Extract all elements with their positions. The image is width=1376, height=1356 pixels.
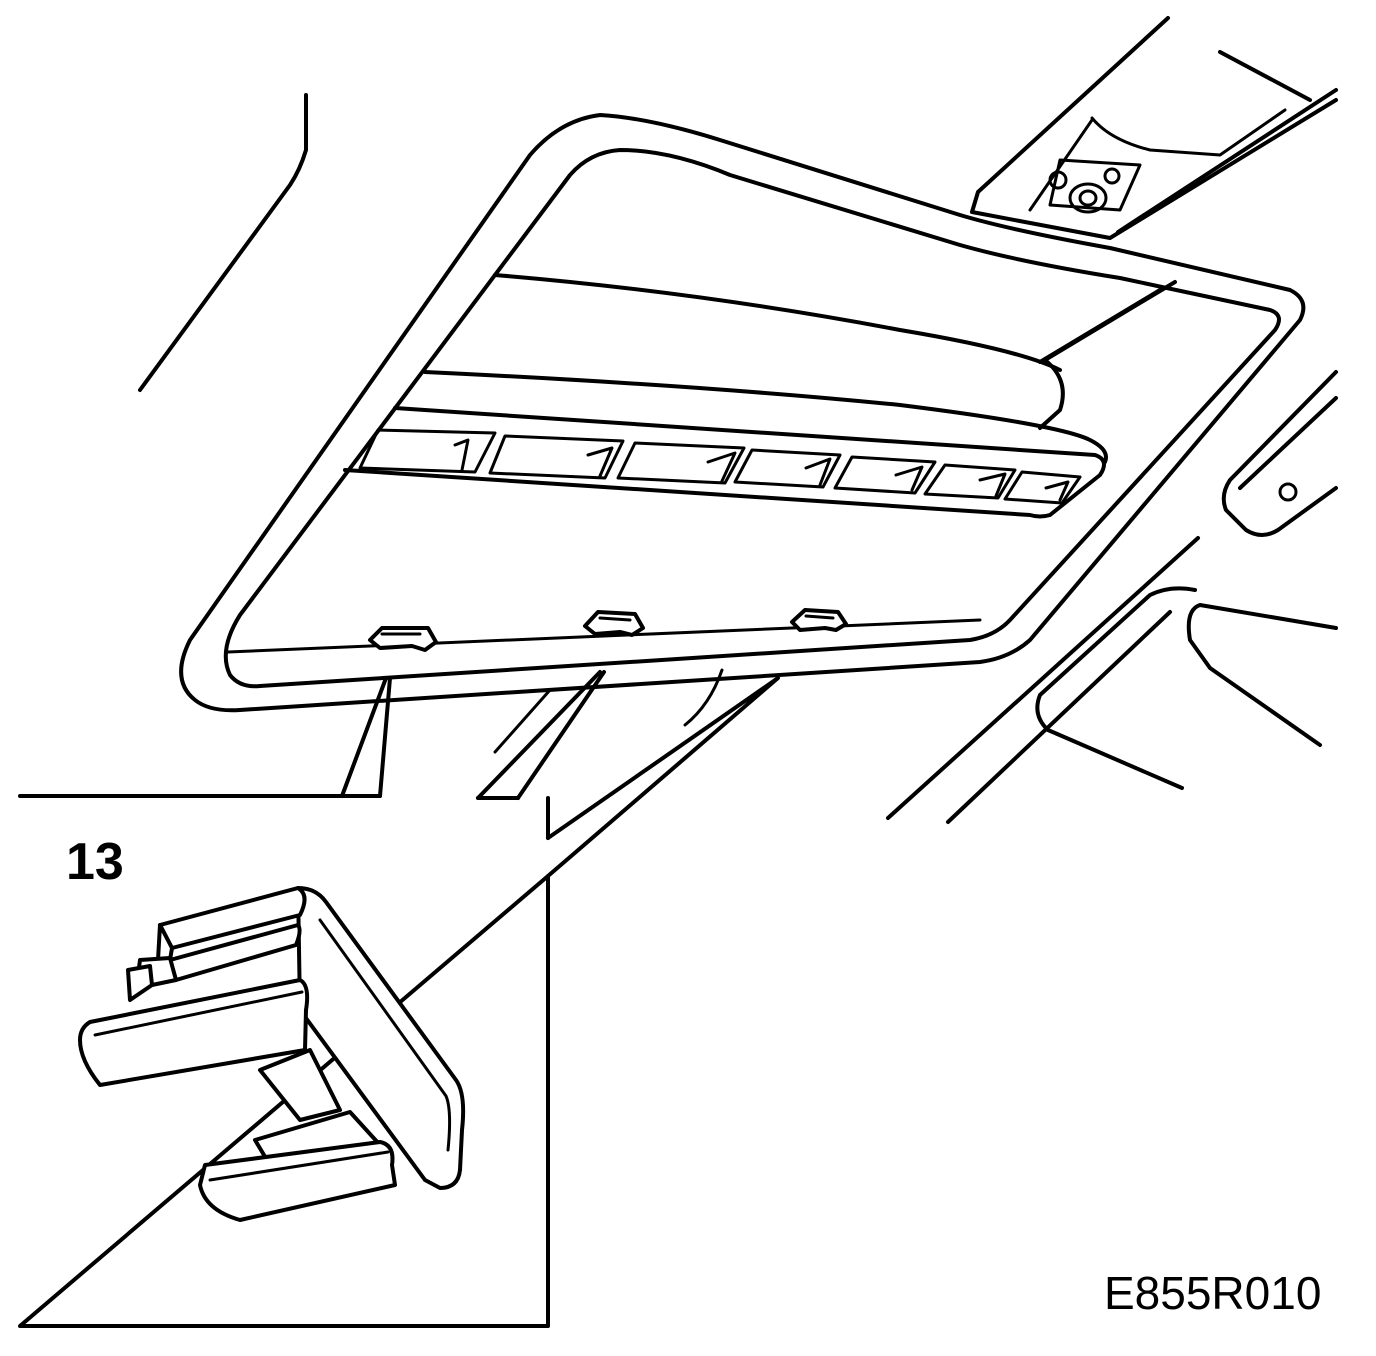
clip-detail-drawing — [78, 886, 466, 1222]
vent-slots — [358, 428, 1082, 505]
sunroof-frame — [179, 113, 1306, 713]
callout-leaders — [340, 670, 780, 878]
lower-trim-lines — [493, 668, 724, 754]
callout-box — [18, 794, 550, 1328]
reference-code: E855R010 — [1104, 1267, 1322, 1319]
callout-number: 13 — [66, 833, 124, 891]
overhead-console — [970, 16, 1338, 240]
frame-clips — [368, 608, 848, 652]
roof-rails — [886, 370, 1338, 824]
headliner-edge-line — [138, 93, 308, 392]
sunshade-panel — [343, 273, 1177, 519]
